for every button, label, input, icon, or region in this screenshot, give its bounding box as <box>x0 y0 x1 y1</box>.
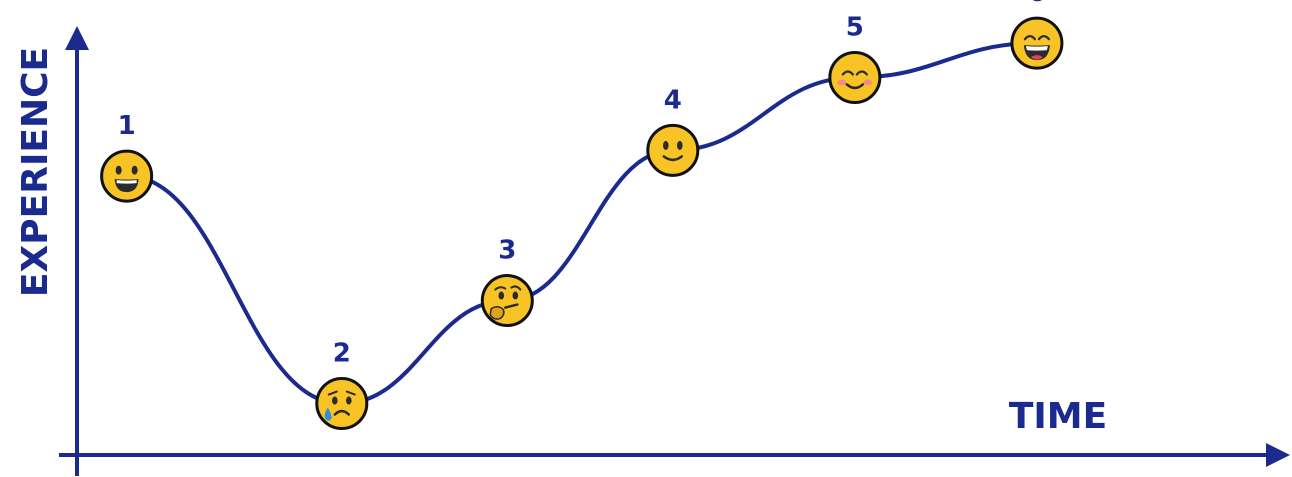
data-points: 1 2 3 4 5 6 <box>100 0 1064 431</box>
experience-line <box>124 41 1039 406</box>
data-point: 1 <box>100 111 154 203</box>
data-point: 3 <box>480 236 534 328</box>
blushing-smile-face-icon <box>828 50 882 104</box>
grinning-face-icon <box>100 149 154 203</box>
data-point: 6 <box>1010 0 1064 70</box>
point-label: 3 <box>498 236 516 266</box>
x-axis-arrow <box>1266 443 1290 467</box>
data-point: 5 <box>828 12 882 104</box>
point-label: 6 <box>1028 0 1046 8</box>
big-grin-face-icon <box>1010 16 1064 70</box>
data-point: 2 <box>315 339 369 431</box>
slight-smile-face-icon <box>646 123 700 177</box>
thinking-face-icon <box>480 274 534 328</box>
point-label: 2 <box>333 339 351 369</box>
x-axis-label: TIME <box>1009 396 1107 437</box>
point-label: 4 <box>664 85 682 115</box>
sad-tear-face-icon <box>315 377 369 431</box>
point-label: 1 <box>118 111 136 141</box>
y-axis-arrow <box>65 26 89 50</box>
y-axis-label: EXPERIENCE <box>15 47 56 297</box>
data-point: 4 <box>646 85 700 177</box>
point-label: 5 <box>846 12 864 42</box>
